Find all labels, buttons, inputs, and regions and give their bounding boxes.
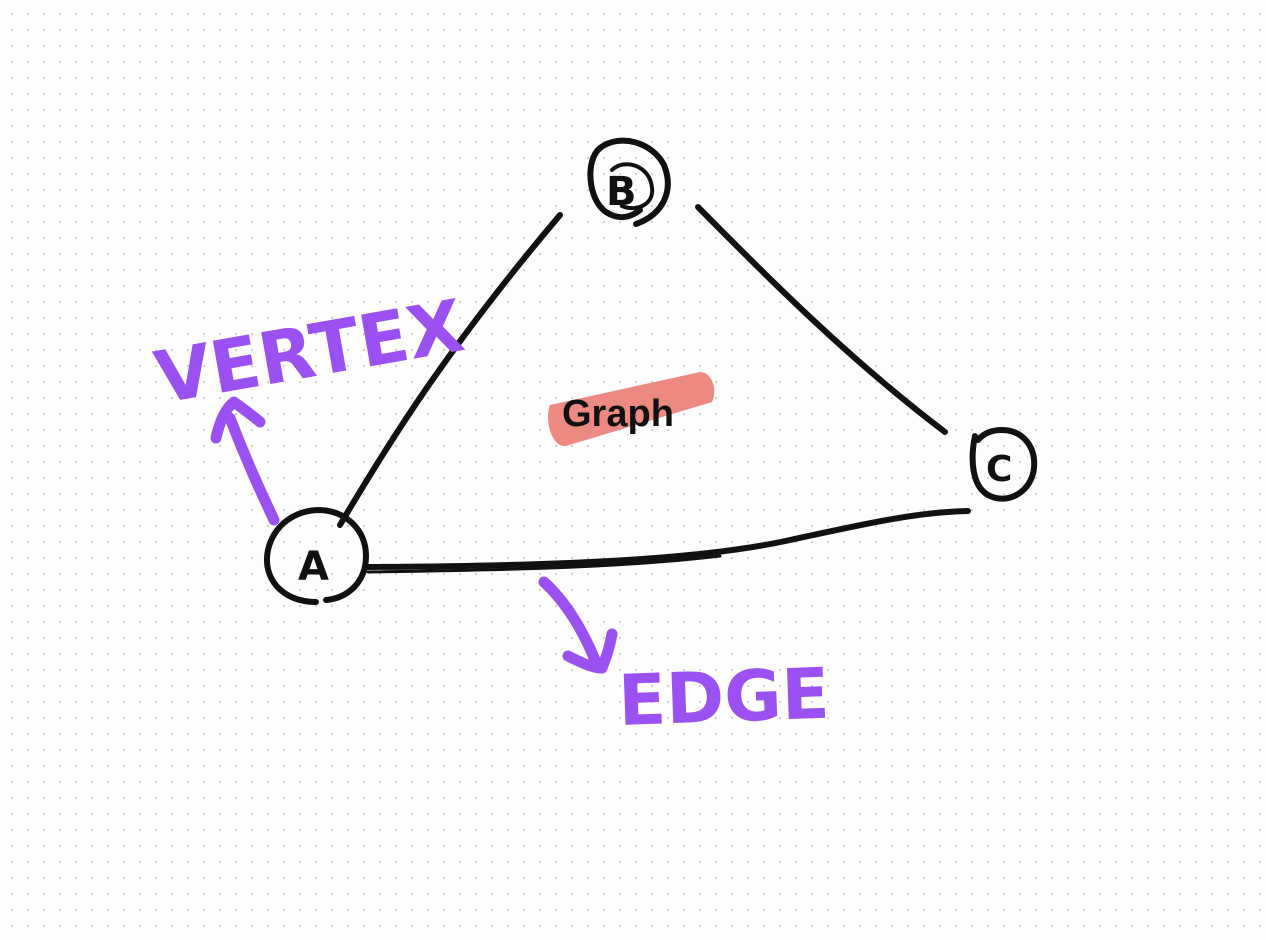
node-b-circle — [587, 137, 671, 227]
node-a-label: A — [298, 544, 329, 590]
graph-title: Graph — [562, 393, 674, 435]
node-a[interactable]: A — [263, 507, 369, 605]
edge-arrow — [538, 576, 601, 666]
vertex-arrowhead — [210, 396, 266, 444]
title-highlight — [547, 372, 715, 447]
vertex-annotation: VERTEX — [149, 283, 470, 526]
node-c-label: C — [986, 449, 1012, 490]
node-c-circle — [969, 427, 1038, 502]
edge-arrowhead — [562, 628, 618, 674]
node-b-inner-ring — [610, 162, 655, 211]
vertex-arrow — [224, 412, 280, 526]
edge-a-b — [337, 212, 563, 528]
edge-a-c-overstroke — [366, 554, 722, 574]
node-b-label: B — [606, 169, 637, 215]
node-b[interactable]: B — [587, 137, 671, 227]
edge-a-c — [365, 508, 971, 570]
edge-b-c — [695, 204, 948, 435]
node-c[interactable]: C — [969, 427, 1038, 502]
graph-title-group: Graph — [547, 372, 715, 447]
node-a-circle — [263, 507, 369, 605]
edge-label: EDGE — [617, 653, 831, 742]
edge-annotation: EDGE — [538, 576, 831, 742]
